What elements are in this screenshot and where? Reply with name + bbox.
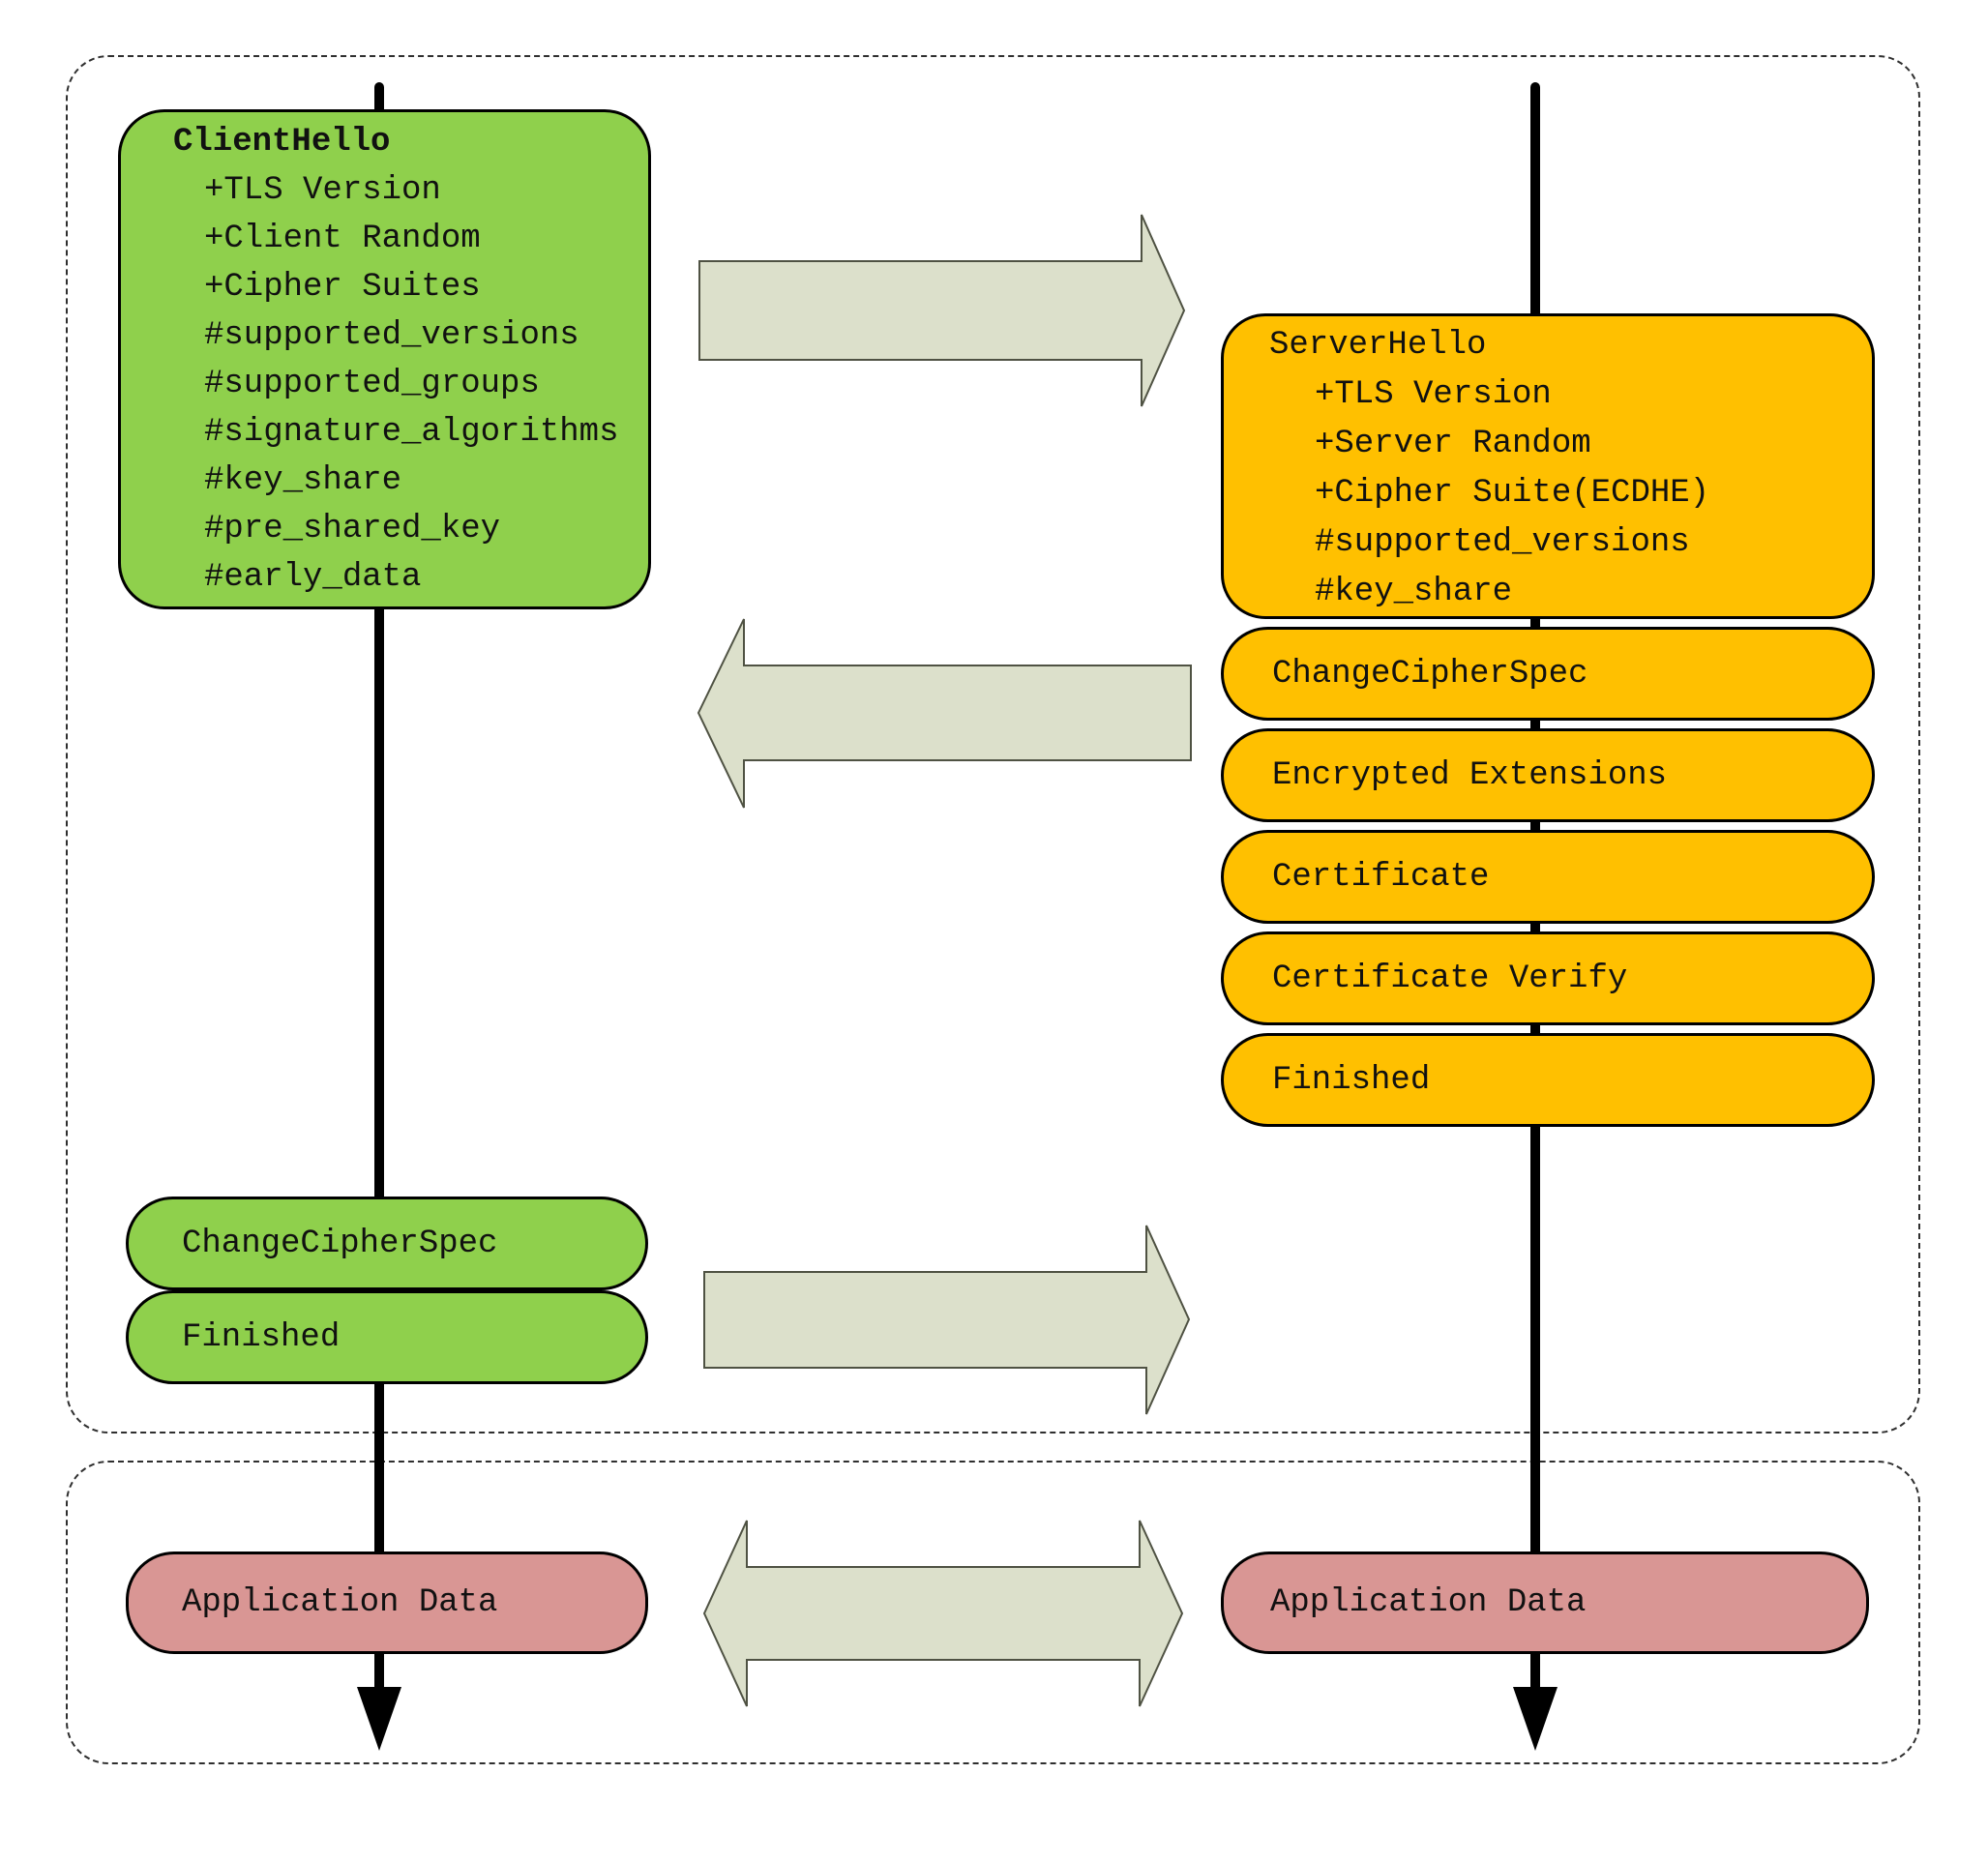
client-hello-item: +TLS Version — [204, 172, 441, 209]
client-lifeline-arrowhead-icon — [357, 1687, 401, 1751]
server-hello-item: #key_share — [1315, 574, 1513, 610]
client-lifeline — [374, 82, 384, 1690]
client-hello-item: #key_share — [204, 462, 402, 499]
client-finished-arrow-icon — [703, 1225, 1191, 1415]
server-hello-item: #supported_versions — [1315, 524, 1690, 561]
client-hello-title: ClientHello — [173, 124, 391, 161]
server-application-data-box: Application Data — [1221, 1552, 1869, 1654]
server-finished-box: Finished — [1221, 1033, 1875, 1127]
server-certificate-box: Certificate — [1221, 830, 1875, 924]
client-hello-item: +Client Random — [204, 221, 481, 257]
pill-label: Finished — [1272, 1061, 1431, 1099]
client-to-server-arrow-icon — [698, 214, 1186, 407]
client-hello-item: #early_data — [204, 559, 422, 596]
server-hello-item: +Server Random — [1315, 426, 1591, 462]
bidirectional-appdata-arrow-icon — [702, 1520, 1184, 1707]
pill-label: Application Data — [182, 1584, 498, 1621]
application-data-phase-container — [66, 1461, 1920, 1764]
pill-label: Finished — [182, 1318, 341, 1356]
pill-label: Certificate Verify — [1272, 960, 1628, 997]
client-finished-box: Finished — [126, 1290, 648, 1384]
server-encrypted-extensions-box: Encrypted Extensions — [1221, 728, 1875, 822]
client-hello-item: #supported_groups — [204, 366, 540, 402]
pill-label: Encrypted Extensions — [1272, 756, 1668, 794]
pill-label: ChangeCipherSpec — [182, 1225, 498, 1262]
client-hello-item: #supported_versions — [204, 317, 579, 354]
server-lifeline-arrowhead-icon — [1513, 1687, 1558, 1751]
server-changecipherspec-box: ChangeCipherSpec — [1221, 627, 1875, 721]
server-hello-box: ServerHello +TLS Version +Server Random … — [1221, 313, 1875, 619]
client-hello-item: +Cipher Suites — [204, 269, 481, 306]
pill-label: Application Data — [1270, 1584, 1587, 1621]
handshake-phase-container — [66, 55, 1920, 1433]
pill-label: ChangeCipherSpec — [1272, 655, 1588, 693]
pill-label: Certificate — [1272, 858, 1490, 896]
client-hello-box: ClientHello +TLS Version +Client Random … — [118, 109, 651, 609]
client-application-data-box: Application Data — [126, 1552, 648, 1654]
server-certificate-verify-box: Certificate Verify — [1221, 931, 1875, 1025]
server-hello-item: +Cipher Suite(ECDHE) — [1315, 475, 1710, 512]
server-hello-item: +TLS Version — [1315, 376, 1552, 413]
server-hello-title: ServerHello — [1269, 327, 1487, 364]
client-changecipherspec-box: ChangeCipherSpec — [126, 1197, 648, 1290]
client-hello-item: #signature_algorithms — [204, 414, 619, 451]
server-to-client-arrow-icon — [697, 618, 1192, 809]
client-hello-item: #pre_shared_key — [204, 511, 501, 547]
